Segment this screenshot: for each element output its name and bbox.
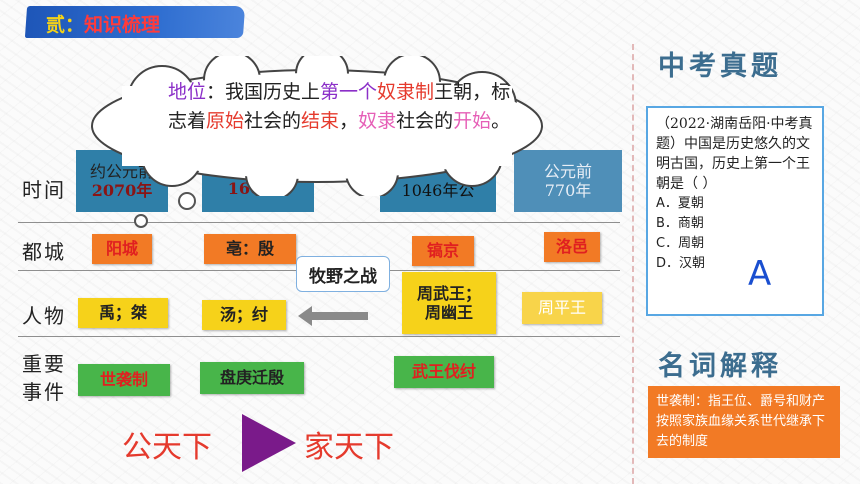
- cloud-tail-bubble: [178, 192, 196, 210]
- cloud-text-segment: 社会的: [244, 110, 302, 132]
- exam-heading: 中考真题: [658, 51, 782, 82]
- capital-box-shang: 亳：殷: [204, 234, 296, 264]
- figures-box-dongzhou: 周平王: [522, 292, 602, 324]
- capital-xia: 阳城: [105, 239, 138, 259]
- figures-shang: 汤；纣: [219, 305, 268, 325]
- cloud-text-segment: 原始: [206, 110, 245, 132]
- time-dongzhou-line1: 公元前: [543, 161, 592, 181]
- bottom-right-text: 家天下: [304, 430, 394, 465]
- question-text: （2022·湖南岳阳·中考真题）中国是历史悠久的文明古国，历史上第一个王朝是（ …: [656, 116, 813, 192]
- title-prefix: 贰：: [46, 14, 85, 36]
- event-shang: 盘庚迁殷: [219, 368, 284, 388]
- capital-box-xizhou: 镐京: [412, 236, 474, 266]
- cloud-callout: [91, 56, 543, 196]
- cloud-text-segment: 奴隶: [358, 110, 397, 132]
- column-divider: [632, 44, 634, 484]
- title-main: 知识梳理: [84, 14, 161, 36]
- row-label-time: 时间: [22, 178, 66, 202]
- figures-box-xia: 禹；桀: [78, 298, 168, 328]
- cloud-tail-bubble: [134, 214, 148, 228]
- time-xia-line2: 2070年: [91, 181, 153, 200]
- capital-shang: 亳：殷: [225, 239, 274, 259]
- row-label-events-line2: 事件: [22, 380, 66, 404]
- battle-text: 牧野之战: [309, 266, 377, 287]
- figures-xizhou-line2: 周幽王: [424, 303, 473, 322]
- event-box-shang: 盘庚迁殷: [200, 362, 304, 394]
- option-a: A．夏朝: [656, 196, 704, 211]
- cloud-text-segment: 开始: [453, 110, 492, 132]
- cloud-text-segment: 第一个: [320, 81, 378, 103]
- battle-label: 牧野之战: [296, 256, 390, 292]
- question-box: （2022·湖南岳阳·中考真题）中国是历史悠久的文明古国，历史上第一个王朝是（ …: [646, 106, 824, 316]
- event-xizhou: 武王伐纣: [411, 362, 476, 382]
- figures-xizhou-line1: 周武王；: [416, 283, 481, 303]
- grid-line: [18, 336, 620, 337]
- row-label-figures: 人物: [22, 304, 66, 328]
- row-label-events-line1: 重要: [22, 352, 66, 376]
- time-box-dongzhou: 公元前 770年: [514, 150, 622, 212]
- row-label-capital: 都城: [22, 240, 66, 264]
- capital-box-xia: 阳城: [92, 234, 152, 264]
- capital-box-dongzhou: 洛邑: [544, 232, 600, 262]
- event-box-xia: 世袭制: [78, 364, 170, 396]
- bottom-left-text: 公天下: [122, 430, 212, 465]
- option-c: C．周朝: [656, 236, 705, 251]
- cloud-text-segment: ：我国历史上: [206, 81, 321, 103]
- figures-box-shang: 汤；纣: [202, 300, 286, 330]
- cloud-text-segment: 奴隶制: [377, 81, 435, 103]
- cloud-text-segment: 结束: [301, 110, 340, 132]
- cloud-text-segment: 。: [491, 110, 511, 132]
- cloud-text-segment: ，: [339, 110, 359, 132]
- cloud-text: 地位：我国历史上第一个奴隶制王朝，标志着原始社会的结束，奴隶社会的开始。: [168, 78, 516, 136]
- term-heading: 名词解释: [658, 351, 782, 382]
- play-triangle-icon: [242, 414, 296, 472]
- event-xia: 世袭制: [99, 370, 148, 390]
- time-xia-line1: 约公元前: [89, 161, 154, 181]
- figures-dongzhou: 周平王: [537, 298, 586, 318]
- cloud-text-segment: 地位: [168, 81, 207, 103]
- time-xizhou-line2: 1046年公: [401, 181, 475, 200]
- cloud-text-segment: 社会的: [396, 110, 454, 132]
- option-b: B．商朝: [656, 216, 704, 231]
- term-definition: 世袭制：指王位、爵号和财产按照家族血缘关系世代继承下去的制度: [648, 386, 840, 458]
- capital-dongzhou: 洛邑: [555, 237, 588, 257]
- row-label-events: 重要 事件: [22, 350, 66, 406]
- time-dongzhou-line2: 770年: [544, 181, 592, 200]
- option-d: D．汉朝: [656, 256, 706, 271]
- grid-line: [18, 222, 620, 223]
- left-arrow-icon: [298, 306, 368, 326]
- figures-box-xizhou: 周武王； 周幽王: [402, 272, 496, 334]
- event-box-xizhou: 武王伐纣: [394, 356, 494, 388]
- capital-xizhou: 镐京: [426, 241, 459, 261]
- figures-xia: 禹；桀: [98, 303, 147, 323]
- answer-text: A: [748, 254, 772, 294]
- cloud-text-segment: 王朝，标志着: [168, 81, 511, 132]
- page-title: 贰：知识梳理: [46, 10, 160, 37]
